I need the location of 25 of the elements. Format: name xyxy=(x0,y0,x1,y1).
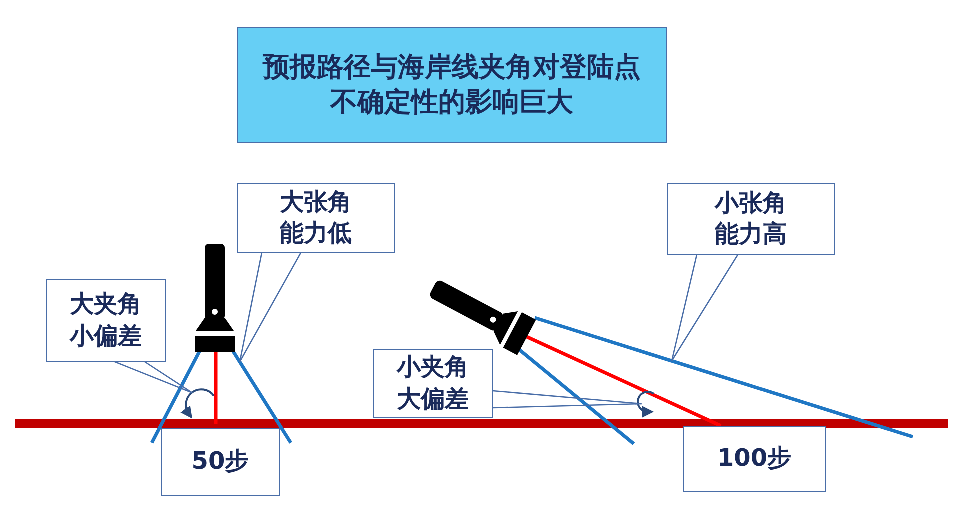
leader-line xyxy=(239,252,263,362)
leader-line xyxy=(671,254,698,362)
label-text: 大夹角小偏差 xyxy=(68,289,143,352)
callout-box xyxy=(373,349,493,418)
distance-box xyxy=(683,426,826,492)
label-text: 大张角能力低 xyxy=(279,186,353,249)
label-text: 小夹角大偏差 xyxy=(396,352,470,414)
distance-box xyxy=(161,428,280,496)
callout-box xyxy=(667,183,835,255)
leader-line xyxy=(492,403,642,409)
leader-line xyxy=(671,254,739,362)
light-beam xyxy=(232,350,292,444)
callout-box xyxy=(46,279,166,362)
label-text: 50步 xyxy=(192,446,250,478)
title-box xyxy=(237,27,667,143)
title-text: 预报路径与海岸线夹角对登陆点不确定性的影响巨大 xyxy=(262,50,642,120)
leader-line xyxy=(239,252,302,362)
leader-line xyxy=(114,361,193,394)
light-beam xyxy=(534,316,914,439)
leader-line xyxy=(144,361,193,394)
leader-line xyxy=(492,390,642,405)
label-text: 100步 xyxy=(717,443,792,474)
label-text: 小张角能力高 xyxy=(714,188,788,250)
callout-box xyxy=(237,183,395,253)
angle-arc xyxy=(180,388,215,420)
